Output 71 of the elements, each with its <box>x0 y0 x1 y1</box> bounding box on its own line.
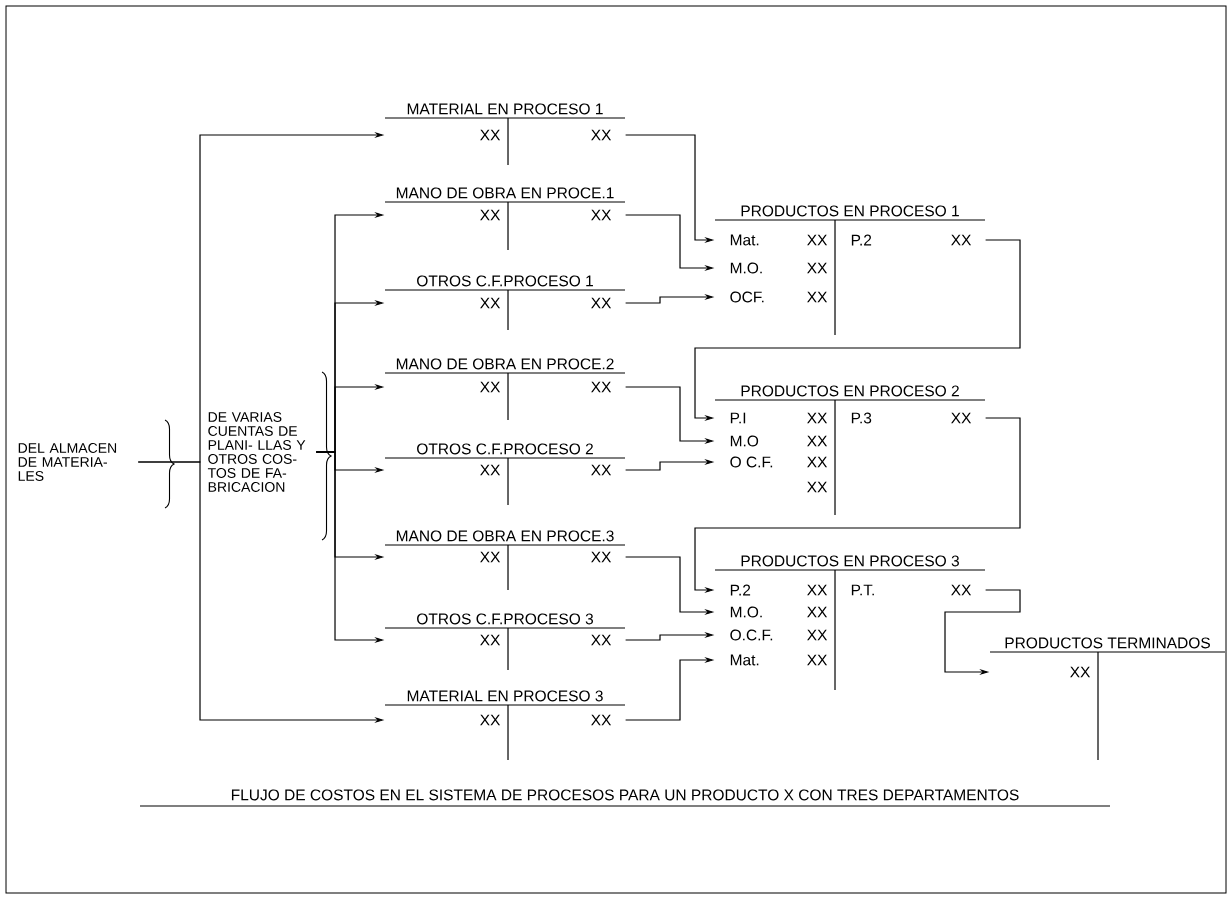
amount: XX <box>807 584 828 596</box>
t-account <box>714 555 986 691</box>
account-title: MANO DE OBRA EN PROCE.2 <box>396 358 614 370</box>
account-title: PRODUCTOS EN PROCESO 2 <box>741 385 959 397</box>
amount: XX <box>1070 666 1091 678</box>
account-title: MANO DE OBRA EN PROCE.3 <box>396 530 614 542</box>
amount: XX <box>591 464 612 476</box>
amount: XX <box>480 297 501 309</box>
amount: XX <box>951 412 972 424</box>
amount: XX <box>807 606 828 618</box>
amount: XX <box>480 381 501 393</box>
entry-label: Mat. <box>730 234 759 246</box>
account-title: OTROS C.F.PROCESO 1 <box>417 275 593 287</box>
amount: XX <box>807 234 828 246</box>
account-title: PRODUCTOS TERMINADOS <box>1005 637 1210 649</box>
entry-label: O C.F. <box>730 456 773 468</box>
amount: XX <box>807 481 828 493</box>
amount: XX <box>807 435 828 447</box>
caption: FLUJO DE COSTOS EN EL SISTEMA DE PROCESOS PARA UN PRODUCTO X CON TRES DEPARTAMENTOS <box>139 789 1111 807</box>
amount: XX <box>951 584 972 596</box>
t-account <box>384 613 626 671</box>
amount: XX <box>807 291 828 303</box>
amount: XX <box>807 412 828 424</box>
t-account <box>384 187 626 251</box>
entry-label: P.2 <box>851 234 872 246</box>
t-account <box>989 637 1226 761</box>
source-label: DEL ALMACEN DE MATERIA- LES <box>18 443 117 481</box>
amount: XX <box>591 634 612 646</box>
entry-label: P.I <box>730 412 746 424</box>
account-title: OTROS C.F.PROCESO 2 <box>417 443 593 455</box>
account-title: PRODUCTOS EN PROCESO 1 <box>741 205 959 217</box>
amount: XX <box>480 634 501 646</box>
amount: XX <box>480 209 501 221</box>
account-title: OTROS C.F.PROCESO 3 <box>417 613 594 625</box>
entry-label: O.C.F. <box>730 629 773 641</box>
amount: XX <box>591 129 612 141</box>
amount: XX <box>591 381 612 393</box>
source-label: DE VARIAS CUENTAS DE PLANI- LLAS Y OTROS COS- TOS DE FA- BRICACION <box>207 412 306 492</box>
amount: XX <box>951 234 972 246</box>
entry-label: P.3 <box>851 412 872 424</box>
t-account <box>714 205 986 336</box>
account-title: MATERIAL EN PROCESO 1 <box>407 103 603 115</box>
amount: XX <box>591 551 612 563</box>
account-title: PRODUCTOS EN PROCESO 3 <box>741 555 959 567</box>
amount: XX <box>591 297 612 309</box>
account-title: MANO DE OBRA EN PROCE.1 <box>396 187 614 199</box>
entry-label: P.T. <box>851 584 874 596</box>
amount: XX <box>591 714 612 726</box>
amount: XX <box>591 209 612 221</box>
amount: XX <box>480 129 501 141</box>
entry-label: Mat. <box>730 654 759 666</box>
t-account <box>384 690 626 761</box>
amount: XX <box>480 714 501 726</box>
entry-label: M.O. <box>730 606 762 618</box>
t-account <box>384 275 626 331</box>
account-title: MATERIAL EN PROCESO 3 <box>407 690 603 702</box>
entry-label: OCF. <box>730 291 764 303</box>
amount: XX <box>480 464 501 476</box>
t-account <box>714 385 986 516</box>
entry-label: M.O <box>730 435 759 447</box>
amount: XX <box>807 456 828 468</box>
t-account <box>384 443 626 506</box>
t-account <box>384 358 626 421</box>
t-account <box>384 103 626 166</box>
entry-label: M.O. <box>730 262 762 274</box>
amount: XX <box>807 629 828 641</box>
amount: XX <box>480 551 501 563</box>
entry-label: P.2 <box>730 584 751 596</box>
t-account <box>384 530 626 591</box>
amount: XX <box>807 654 828 666</box>
amount: XX <box>807 262 828 274</box>
